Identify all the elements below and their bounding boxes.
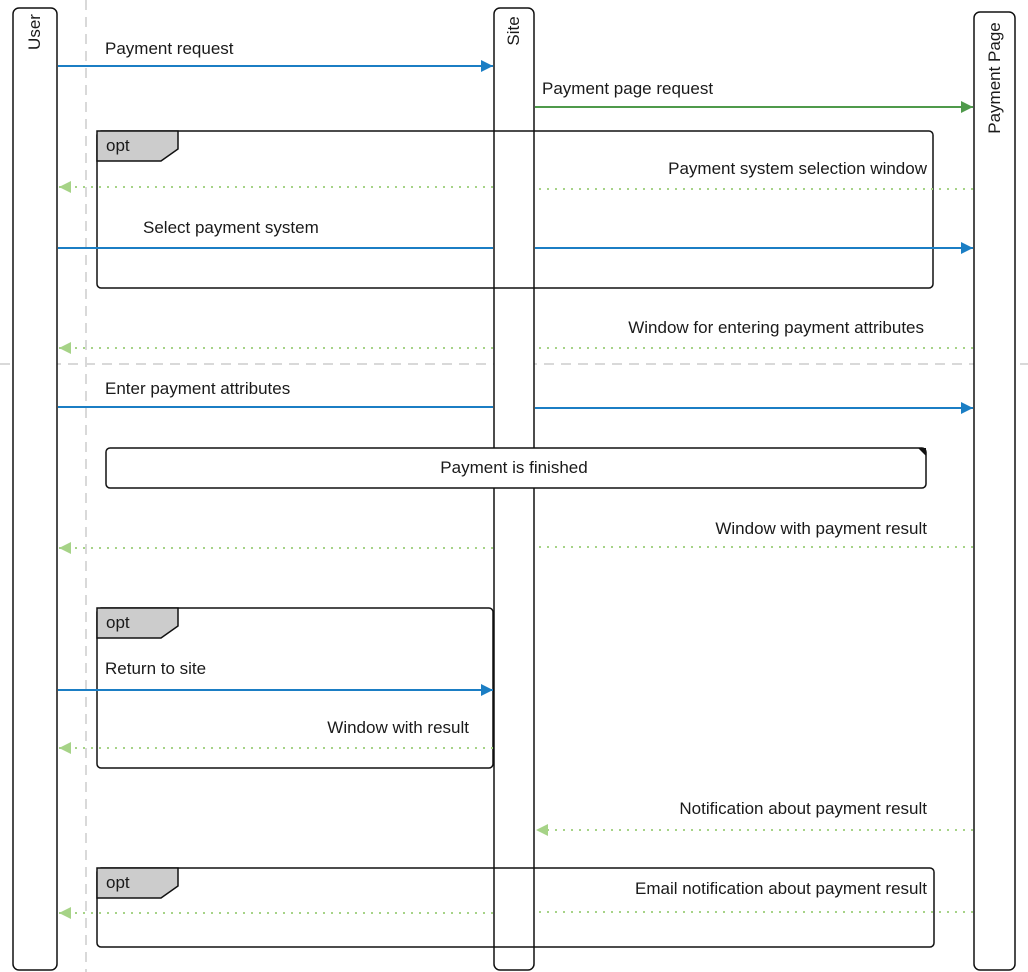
message-email-notification-label: Email notification about payment result: [635, 879, 927, 898]
message-payment-request-label: Payment request: [105, 39, 234, 58]
payment-finished-note: Payment is finished: [105, 447, 927, 489]
message-window-payment-result-label: Window with payment result: [715, 519, 927, 538]
lifeline-site: Site: [493, 7, 535, 971]
lifeline-payment-page: Payment Page: [973, 11, 1016, 971]
message-window-payment-result: Window with payment result: [59, 519, 973, 554]
opt-fragment-1: opt: [96, 130, 934, 289]
participant-payment-page-label: Payment Page: [985, 22, 1004, 134]
message-payment-system-selection-window: Payment system selection window: [59, 159, 973, 193]
opt-fragment-3: opt: [96, 867, 935, 948]
lifeline-user: User: [12, 7, 58, 971]
message-return-to-site-label: Return to site: [105, 659, 206, 678]
message-window-with-result-label: Window with result: [327, 718, 469, 737]
message-payment-page-request-label: Payment page request: [542, 79, 713, 98]
message-return-to-site: Return to site: [58, 659, 493, 696]
message-payment-request: Payment request: [58, 39, 493, 72]
message-window-entering-attributes: Window for entering payment attributes: [59, 318, 973, 354]
message-notification-payment-result: Notification about payment result: [536, 799, 973, 836]
message-select-payment-system-label: Select payment system: [143, 218, 319, 237]
opt-fragment-1-label: opt: [106, 136, 130, 155]
opt-fragment-3-label: opt: [106, 873, 130, 892]
opt-fragment-2: opt: [96, 607, 494, 769]
message-payment-system-selection-window-label: Payment system selection window: [668, 159, 928, 178]
message-payment-page-request: Payment page request: [535, 79, 973, 113]
message-email-notification: Email notification about payment result: [59, 879, 973, 919]
participant-site-label: Site: [504, 16, 523, 45]
message-enter-payment-attributes-label: Enter payment attributes: [105, 379, 290, 398]
message-select-payment-system: Select payment system: [58, 218, 973, 254]
payment-finished-note-text: Payment is finished: [440, 458, 587, 477]
message-notification-payment-result-label: Notification about payment result: [679, 799, 927, 818]
message-enter-payment-attributes: Enter payment attributes: [58, 379, 973, 414]
message-window-with-result: Window with result: [59, 718, 493, 754]
message-window-entering-attributes-label: Window for entering payment attributes: [628, 318, 924, 337]
participant-user-label: User: [25, 14, 44, 50]
opt-fragment-2-label: opt: [106, 613, 130, 632]
